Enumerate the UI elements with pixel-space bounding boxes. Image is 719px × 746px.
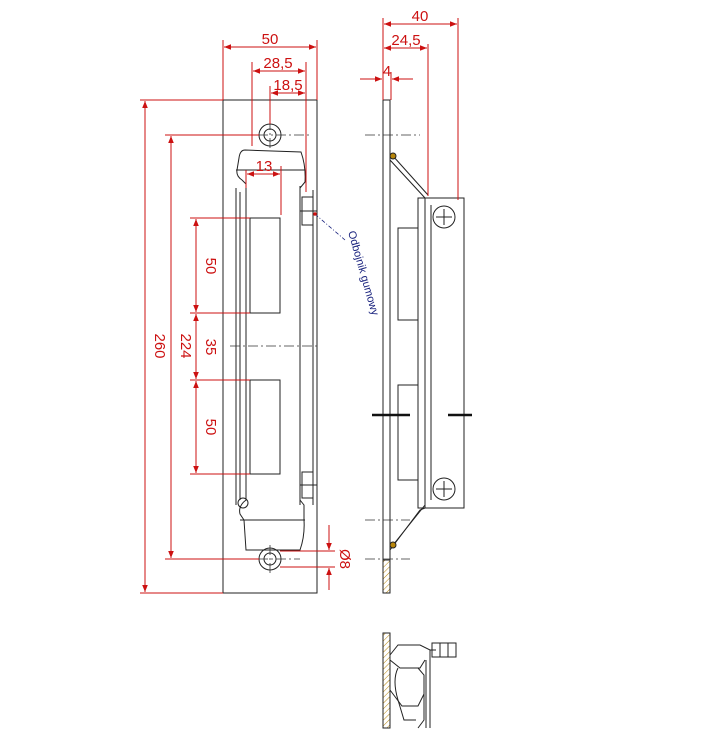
dim-slot-lower: 50 (202, 419, 219, 436)
upper-side-screw (432, 205, 456, 229)
dim-side-40: 40 (412, 8, 429, 25)
side-plate (382, 99, 391, 594)
rubber-bumper-label: Odbojnik gumowy (345, 230, 381, 318)
dim-height-224: 224 (177, 333, 194, 358)
side-view (365, 99, 472, 594)
dim-side-24-5: 24,5 (391, 32, 420, 49)
side-dimensions (360, 18, 459, 200)
upper-slot (249, 217, 281, 314)
section-view (382, 632, 457, 729)
lower-slot (249, 379, 281, 475)
dim-slot-upper: 50 (202, 258, 219, 275)
strike-cutout (236, 149, 306, 551)
bumper-annotation: Odbojnik gumowy (313, 212, 381, 317)
dim-front-28-5: 28,5 (263, 55, 292, 72)
section-plate (382, 632, 391, 729)
dim-height-260: 260 (151, 333, 168, 358)
dim-front-18-5: 18,5 (273, 77, 302, 94)
dim-front-width: 50 (262, 31, 279, 48)
dim-side-4: 4 (383, 63, 391, 80)
dim-hole-diameter: Ø8 (336, 549, 353, 569)
front-dimensions (140, 40, 335, 594)
dim-front-13: 13 (256, 158, 273, 175)
side-housing (417, 197, 465, 509)
dim-slot-gap: 35 (202, 339, 219, 356)
lower-side-screw (432, 477, 456, 501)
section-screw (431, 642, 457, 658)
